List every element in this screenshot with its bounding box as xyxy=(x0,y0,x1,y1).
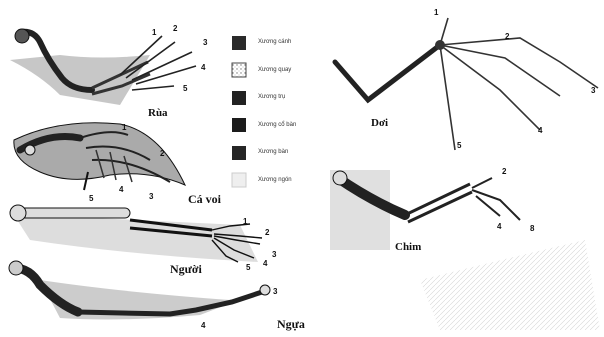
legend-label-ban: Xương bàn xyxy=(258,149,288,155)
label-horse: Ngựa xyxy=(277,318,305,330)
bone-legend: Xương cánh Xương quay Xương trụ Xương cổ… xyxy=(232,36,332,201)
horse-num: 4 xyxy=(201,322,205,330)
whale-num: 3 xyxy=(149,193,153,201)
horse-leg xyxy=(9,261,275,319)
label-bat: Dơi xyxy=(371,118,388,129)
bird-num: 2 xyxy=(502,168,506,176)
legend-item: Xương ngón xyxy=(232,174,332,202)
feather-hatch xyxy=(420,240,600,330)
bat-num: 2 xyxy=(505,33,509,41)
turtle-num: 3 xyxy=(203,39,207,47)
bat-num: 1 xyxy=(434,9,438,17)
bat-num: 4 xyxy=(538,127,542,135)
turtle-num: 4 xyxy=(201,64,205,72)
legend-item: Xương cánh xyxy=(232,36,332,64)
whale-num: 4 xyxy=(119,186,123,194)
bat-num: 5 xyxy=(457,142,461,150)
bird-num: 4 xyxy=(497,223,501,231)
label-human: Người xyxy=(170,263,202,275)
turtle-num: 1 xyxy=(152,29,156,37)
human-num: 2 xyxy=(265,229,269,237)
whale-num: 2 xyxy=(160,150,164,158)
label-turtle: Rùa xyxy=(148,108,168,119)
bird-wing xyxy=(330,170,520,250)
bat-num: 3 xyxy=(591,87,595,95)
human-num: 3 xyxy=(272,251,276,259)
human-num: 5 xyxy=(246,264,250,272)
label-whale: Cá voi xyxy=(188,193,221,205)
human-num: 4 xyxy=(263,260,267,268)
turtle-limb xyxy=(10,29,196,105)
legend-item: Xương quay xyxy=(232,64,332,92)
turtle-num: 2 xyxy=(173,25,177,33)
legend-item: Xương trụ xyxy=(232,91,332,119)
label-bird: Chim xyxy=(395,242,421,253)
legend-label-co-ban: Xương cổ bàn xyxy=(258,122,296,128)
bat-wing xyxy=(335,18,598,150)
whale-num: 5 xyxy=(89,195,93,203)
legend-label-quay: Xương quay xyxy=(258,67,291,73)
legend-item: Xương cổ bàn xyxy=(232,119,332,147)
turtle-num: 5 xyxy=(183,85,187,93)
legend-label-tru: Xương trụ xyxy=(258,94,285,100)
whale-num: 1 xyxy=(122,124,126,132)
legend-label-canh: Xương cánh xyxy=(258,39,291,45)
legend-label-ngon: Xương ngón xyxy=(258,177,292,183)
human-num: 1 xyxy=(243,218,247,226)
bird-num: 8 xyxy=(530,225,534,233)
horse-num: 3 xyxy=(273,288,277,296)
legend-item: Xương bàn xyxy=(232,146,332,174)
human-arm xyxy=(10,205,262,262)
